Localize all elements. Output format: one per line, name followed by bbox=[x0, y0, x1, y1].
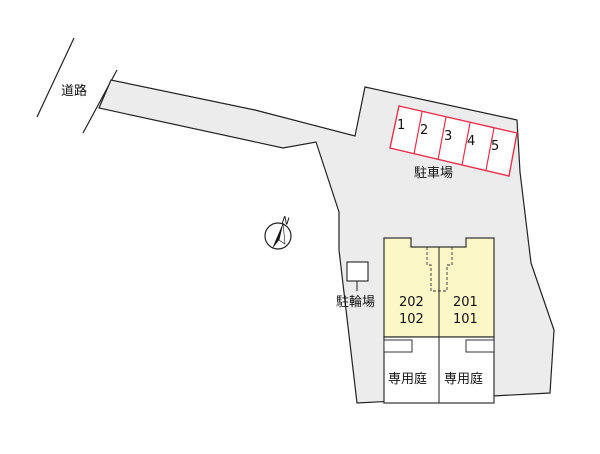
garden-label: 専用庭 bbox=[388, 371, 427, 387]
bicycle-parking-label: 駐輪場 bbox=[336, 294, 375, 310]
unit-number: 201 bbox=[453, 295, 478, 310]
parking-space-number: 3 bbox=[444, 129, 452, 144]
terrace bbox=[465, 339, 495, 353]
bicycle-parking-box bbox=[346, 261, 369, 282]
parking-divider bbox=[437, 116, 447, 161]
parking-area: 1 2 3 4 5 駐車場 bbox=[389, 105, 518, 181]
north-label: N bbox=[280, 215, 291, 228]
unit-number: 202 bbox=[399, 295, 424, 310]
parking-divider bbox=[413, 111, 423, 155]
parking-space-number: 5 bbox=[491, 139, 499, 154]
parking-space-number: 1 bbox=[397, 118, 405, 133]
stair-dashed bbox=[426, 247, 453, 292]
private-gardens: 専用庭 専用庭 bbox=[383, 336, 495, 404]
north-arrow-icon: N bbox=[264, 215, 292, 250]
road-line-left bbox=[36, 37, 75, 118]
parking-label: 駐車場 bbox=[414, 166, 453, 181]
parking-outline bbox=[389, 105, 518, 177]
building: 202 102 201 101 bbox=[383, 237, 495, 338]
road-label: 道路 bbox=[61, 83, 87, 99]
unit-number: 102 bbox=[399, 312, 424, 327]
terrace bbox=[383, 339, 413, 353]
garden-label: 専用庭 bbox=[444, 371, 483, 387]
parking-space-number: 4 bbox=[467, 134, 475, 149]
unit-number: 101 bbox=[453, 312, 478, 327]
parking-divider bbox=[461, 122, 471, 166]
parking-space-number: 2 bbox=[420, 123, 428, 138]
parking-divider bbox=[485, 127, 495, 171]
